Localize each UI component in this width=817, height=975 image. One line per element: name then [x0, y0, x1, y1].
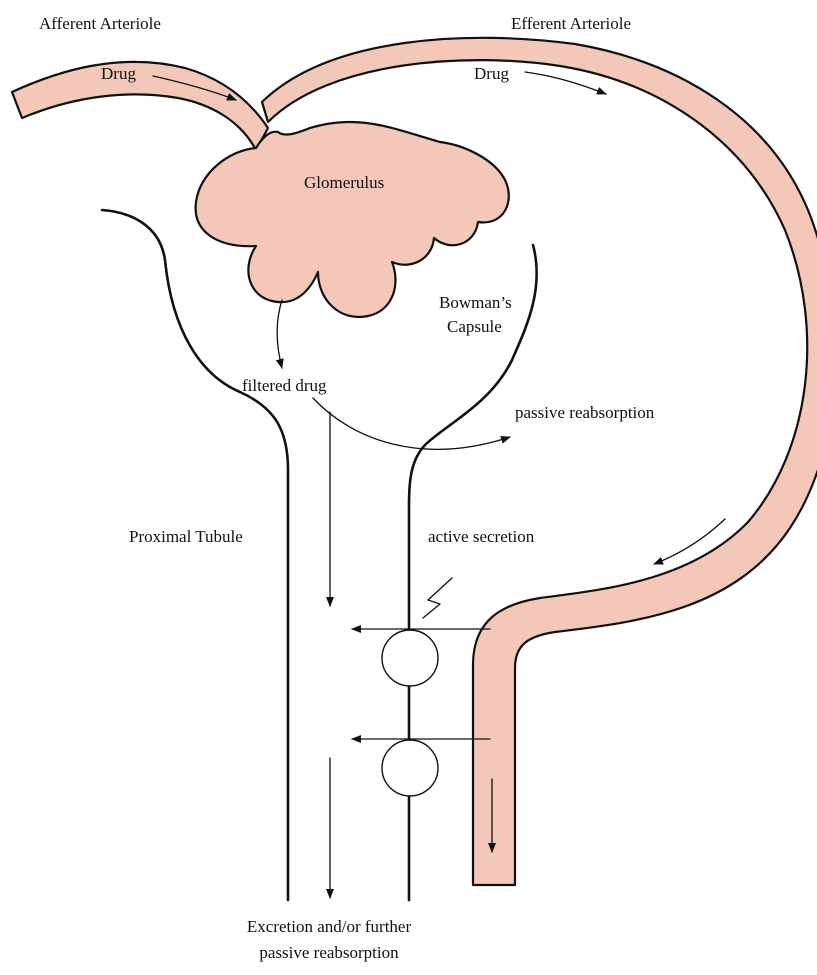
transporter-upper	[382, 630, 438, 686]
passive-reabsorption-label: passive reabsorption	[515, 403, 655, 422]
tubule	[102, 210, 537, 900]
efferent-arteriole-label: Efferent Arteriole	[511, 14, 631, 33]
glomerulus-label: Glomerulus	[304, 173, 384, 192]
energy-bolt-icon	[423, 578, 452, 618]
transporter-lower	[382, 740, 438, 796]
afferent-drug-label: Drug	[101, 64, 136, 83]
proximal-tubule-label: Proximal Tubule	[129, 527, 243, 546]
excretion-label-line2: passive reabsorption	[259, 943, 399, 962]
passive-reabsorption-arrow	[313, 398, 510, 449]
filtered-drug-label: filtered drug	[242, 376, 327, 395]
capsule-left-wall	[102, 210, 288, 900]
excretion-label-line1: Excretion and/or further	[247, 917, 412, 936]
afferent-arteriole-label: Afferent Arteriole	[39, 14, 161, 33]
bowmans-capsule-label-line1: Bowman’s	[439, 293, 512, 312]
glomerulus	[196, 122, 509, 317]
efferent-drug-arrow	[525, 72, 606, 94]
filtration-arrow	[277, 300, 282, 368]
afferent-arteriole	[12, 62, 268, 150]
active-secretion-label: active secretion	[428, 527, 535, 546]
bowmans-capsule-label-line2: Capsule	[447, 317, 502, 336]
efferent-drug-label: Drug	[474, 64, 509, 83]
